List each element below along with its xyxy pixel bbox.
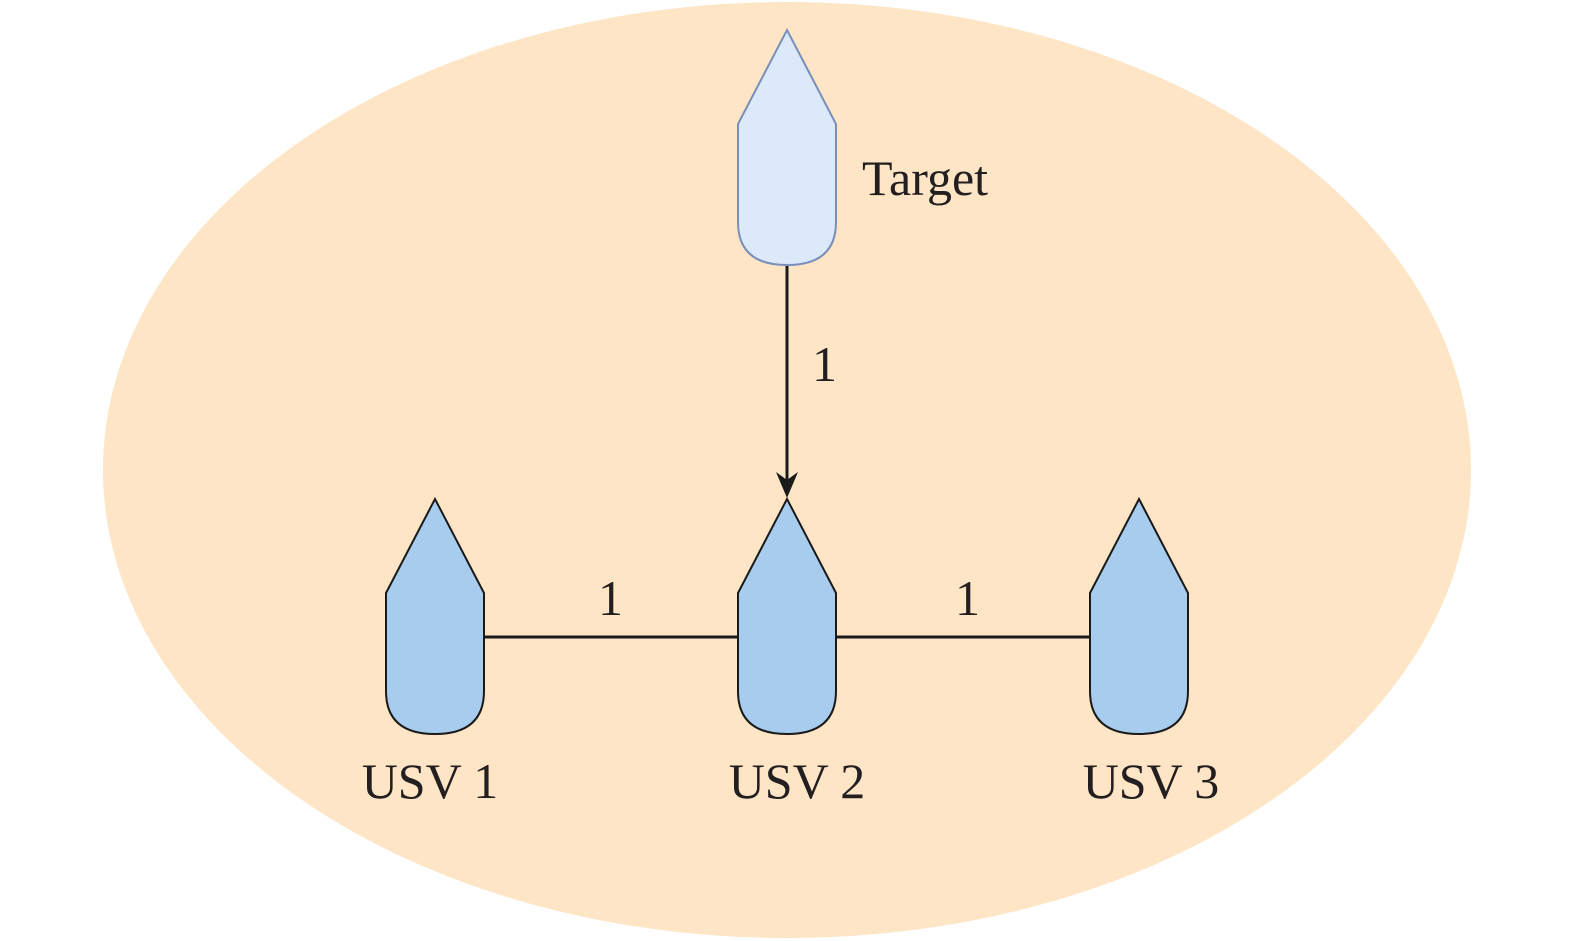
target-label: Target (862, 150, 988, 206)
usv2-boat-icon (737, 496, 837, 736)
target-node (737, 27, 837, 267)
usv3-boat-icon (1089, 496, 1189, 736)
usv3-label: USV 3 (1083, 753, 1220, 809)
usv1-node (385, 496, 485, 736)
edge-arrowhead (776, 472, 798, 498)
target-boat-icon (737, 27, 837, 267)
usv2-label: USV 2 (729, 753, 866, 809)
usv3-node (1089, 496, 1189, 736)
edge-weight-usv1-usv2: 1 (598, 570, 623, 626)
usv1-boat-icon (385, 496, 485, 736)
usv2-node (737, 496, 837, 736)
usv1-label: USV 1 (362, 753, 499, 809)
edge-weight-usv2-usv3: 1 (955, 570, 980, 626)
edge-weight-target-usv2: 1 (812, 336, 837, 392)
